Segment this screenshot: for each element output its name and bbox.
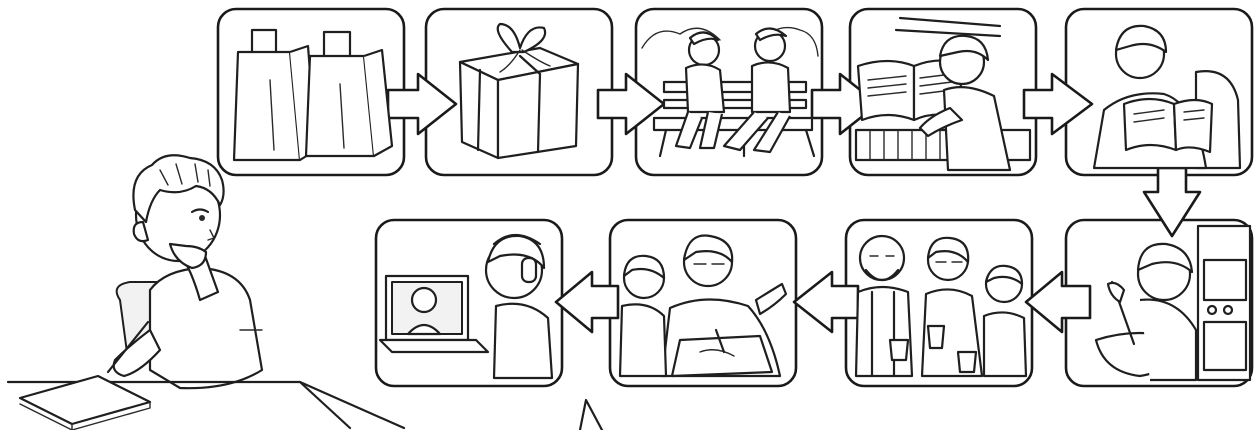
tea-with-grandparents-art xyxy=(854,234,1028,378)
left-arrow-icon xyxy=(792,270,860,334)
thinking-boy xyxy=(6,154,406,430)
stray-stroke xyxy=(578,398,604,430)
down-arrow-icon xyxy=(1142,166,1202,238)
baking-art xyxy=(1094,224,1252,382)
playing-piano-art xyxy=(854,16,1032,172)
reading-book-art xyxy=(1092,24,1242,170)
left-arrow-icon xyxy=(1024,270,1092,334)
right-arrow-icon xyxy=(386,72,458,136)
right-arrow-icon xyxy=(810,72,880,136)
left-arrow-icon xyxy=(554,270,620,334)
drawing-with-grandma-art xyxy=(618,234,788,378)
right-arrow-icon xyxy=(1022,72,1094,136)
video-call-art xyxy=(378,233,554,380)
right-arrow-icon xyxy=(596,72,666,136)
shopping-bags-art xyxy=(232,28,394,162)
gift-box-art xyxy=(458,22,580,160)
friends-on-bench-art xyxy=(641,26,819,158)
